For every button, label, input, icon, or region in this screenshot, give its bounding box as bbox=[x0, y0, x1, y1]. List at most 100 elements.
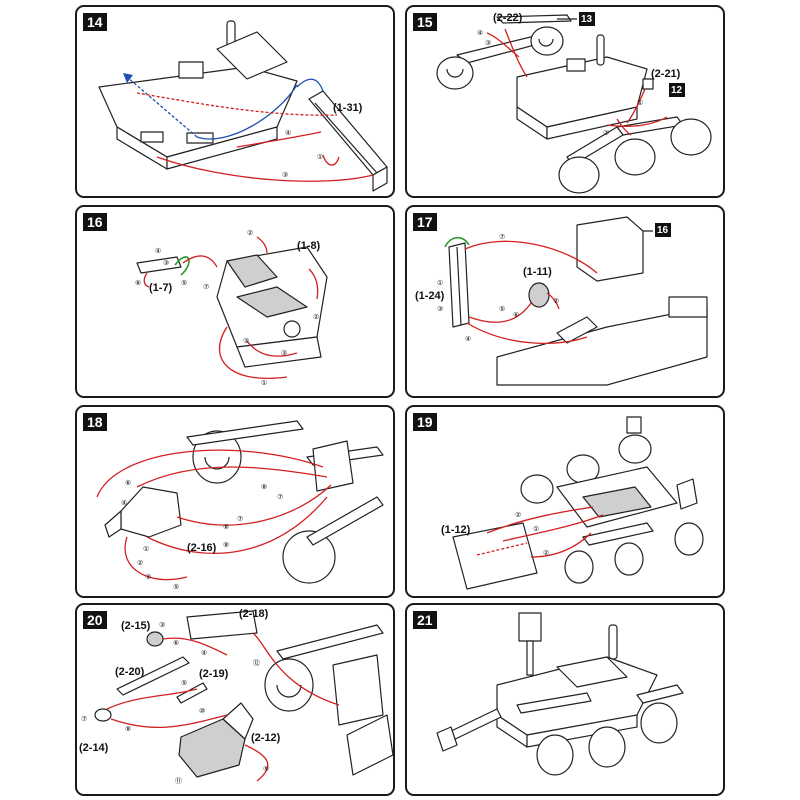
part-label: (1-7) bbox=[149, 282, 173, 294]
part-label: (2-19) bbox=[199, 668, 229, 680]
wheel bbox=[192, 430, 242, 484]
part-label: (2-14) bbox=[79, 742, 109, 754]
step-marker: ⑧ bbox=[125, 725, 131, 733]
step-19-diagram: (1-12) ② ① ② bbox=[441, 416, 704, 590]
step-panel-15: 15 (2-22) (2-21) 13 12 ④ bbox=[405, 5, 725, 198]
part-label: (2-16) bbox=[187, 542, 217, 554]
step-marker: ⑥ bbox=[125, 479, 131, 487]
part-label: (2-12) bbox=[251, 732, 281, 744]
step-number: 17 bbox=[413, 213, 437, 231]
mast-head bbox=[518, 612, 542, 642]
part-2-15 bbox=[146, 631, 164, 647]
step-panel-18: 18 (2-16) ⑥ ⑦ ⑧ ⑦ ⑧ ⑧ ④ ① ② ③ ⑤ bbox=[75, 405, 395, 598]
part-label: (1-31) bbox=[333, 102, 363, 114]
deck-module bbox=[216, 31, 288, 80]
step-marker: ⑫ bbox=[253, 659, 260, 667]
step-marker: ⑤ bbox=[499, 305, 505, 313]
step-number: 18 bbox=[83, 413, 107, 431]
wheel bbox=[558, 156, 600, 194]
rover-part bbox=[312, 440, 354, 492]
step-marker: ② bbox=[247, 229, 253, 237]
step-marker: ④ bbox=[477, 29, 483, 37]
step-marker: ③ bbox=[437, 305, 443, 313]
step-marker: ⑥ bbox=[173, 639, 179, 647]
step-number: 19 bbox=[413, 413, 437, 431]
step-marker: ④ bbox=[121, 499, 127, 507]
step-panel-17: 17 (1-24) (1-11) 16 ⑦ ① ③ ⑤ ⑥ ② ④ bbox=[405, 205, 725, 398]
part-label: (2-18) bbox=[239, 608, 269, 620]
part-label: (2-22) bbox=[493, 12, 523, 24]
step-panel-14: 14 (1-31) ① ③ ④ bbox=[75, 5, 395, 198]
deck-recess bbox=[582, 486, 652, 518]
step-marker: ③ bbox=[281, 349, 287, 357]
step-marker: ⑦ bbox=[81, 715, 87, 723]
step-marker: ⑦ bbox=[237, 515, 243, 523]
step-panel-16: 16 (1-8) (1-7) ② ④ ③ ⑤ ⑥ ⑦ ② ③ ③ ① bbox=[75, 205, 395, 398]
reference-tag-text: 16 bbox=[657, 225, 669, 236]
step-marker: ⑦ bbox=[203, 283, 209, 291]
wheel bbox=[536, 734, 574, 776]
part-2-18 bbox=[186, 610, 258, 640]
step-panel-19: 19 (1-12) ② ① ② bbox=[405, 405, 725, 598]
step-marker: ⑧ bbox=[223, 523, 229, 531]
step-15-diagram: (2-22) (2-21) 13 12 ④ ③ ① ② bbox=[436, 12, 712, 194]
step-marker: ⑧ bbox=[261, 483, 267, 491]
wheel bbox=[670, 118, 712, 156]
part-label: (1-24) bbox=[415, 290, 445, 302]
step-17-diagram: (1-24) (1-11) 16 ⑦ ① ③ ⑤ ⑥ ② ④ bbox=[415, 216, 708, 386]
step-marker: ② bbox=[313, 313, 319, 321]
step-marker: ③ bbox=[163, 259, 169, 267]
step-marker: ① bbox=[437, 279, 443, 287]
step-marker: ② bbox=[137, 559, 143, 567]
part-label: (2-21) bbox=[651, 68, 681, 80]
step-marker: ③ bbox=[159, 621, 165, 629]
reference-tag bbox=[579, 12, 595, 26]
step-marker: ⑩ bbox=[199, 707, 205, 715]
step-marker: ⑧ bbox=[223, 541, 229, 549]
step-marker: ⑤ bbox=[181, 279, 187, 287]
step-marker: ⑪ bbox=[175, 777, 182, 785]
reference-tag bbox=[669, 83, 685, 97]
part-label: (1-12) bbox=[441, 524, 471, 536]
reference-tag-text: 13 bbox=[581, 14, 593, 25]
wheel bbox=[282, 530, 336, 584]
step-marker: ⑨ bbox=[263, 765, 269, 773]
step-number: 16 bbox=[83, 213, 107, 231]
step-marker: ② bbox=[515, 511, 521, 519]
step-marker: ④ bbox=[465, 335, 471, 343]
step-number: 15 bbox=[413, 13, 437, 31]
wheel bbox=[564, 550, 594, 584]
part-1-11 bbox=[528, 282, 550, 308]
step-marker: ② bbox=[543, 549, 549, 557]
wheel bbox=[530, 26, 564, 56]
step-marker: ④ bbox=[155, 247, 161, 255]
step-number: 14 bbox=[83, 13, 107, 31]
part-2-14 bbox=[94, 708, 112, 722]
step-marker: ① bbox=[261, 379, 267, 387]
wheel bbox=[264, 658, 314, 712]
step-18-diagram: (2-16) ⑥ ⑦ ⑧ ⑦ ⑧ ⑧ ④ ① ② ③ ⑤ bbox=[96, 420, 384, 591]
step-marker: ③ bbox=[243, 337, 249, 345]
wheel bbox=[640, 702, 678, 744]
step-marker: ③ bbox=[485, 39, 491, 47]
step-21-diagram bbox=[436, 612, 684, 776]
step-marker: ⑥ bbox=[513, 311, 519, 319]
part-2-19 bbox=[176, 682, 208, 704]
part-label: (1-8) bbox=[297, 240, 321, 252]
step-marker: ① bbox=[637, 99, 643, 107]
reference-tag-text: 12 bbox=[671, 85, 683, 96]
step-panel-21: 21 bbox=[405, 603, 725, 796]
step-16-diagram: (1-8) (1-7) ② ④ ③ ⑤ ⑥ ⑦ ② ③ ③ ① bbox=[135, 229, 328, 387]
wheel bbox=[674, 522, 704, 556]
step-marker: ③ bbox=[282, 171, 288, 179]
step-20-diagram: (2-15) (2-18) (2-20) (2-19) (2-14) (2-12… bbox=[79, 608, 393, 785]
wheel bbox=[588, 726, 626, 768]
rover-fragment bbox=[496, 306, 708, 386]
step-marker: ① bbox=[317, 153, 323, 161]
step-marker: ⑥ bbox=[135, 279, 141, 287]
step-marker: ④ bbox=[201, 649, 207, 657]
wheel bbox=[436, 56, 474, 90]
part-1-7 bbox=[136, 256, 182, 274]
step-panel-20: 20 (2-15) (2-18) (2-20) (2-19) (2-14) (2… bbox=[75, 603, 395, 796]
step-14-diagram: (1-31) ① ③ ④ bbox=[98, 20, 388, 192]
